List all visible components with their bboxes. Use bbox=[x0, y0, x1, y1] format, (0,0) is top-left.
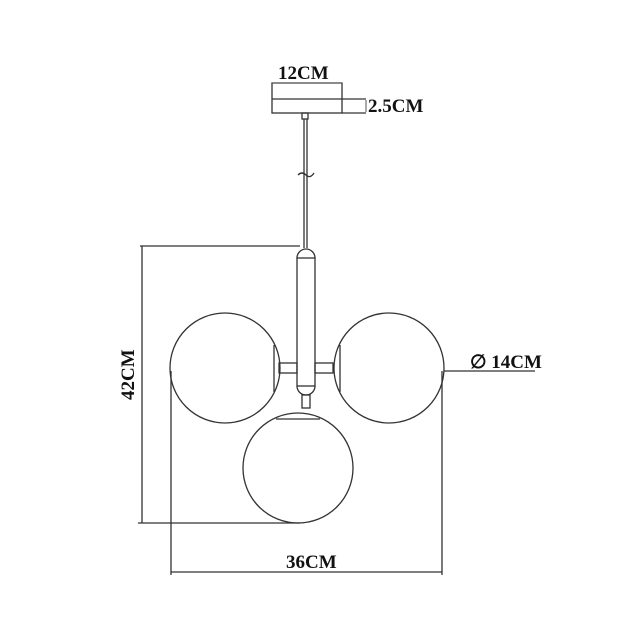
cable bbox=[297, 119, 315, 248]
canopy bbox=[271, 82, 367, 120]
overall-height-label: 42CM bbox=[118, 349, 139, 400]
canopy-height-label: 2.5CM bbox=[368, 96, 423, 117]
globes bbox=[169, 312, 445, 524]
canopy-width-label: 12CM bbox=[278, 63, 329, 84]
dimension-lines bbox=[138, 245, 535, 575]
globe-diameter-label: ∅ 14CM bbox=[470, 352, 542, 373]
center-rod bbox=[278, 248, 334, 409]
overall-width-label: 36CM bbox=[286, 552, 337, 573]
